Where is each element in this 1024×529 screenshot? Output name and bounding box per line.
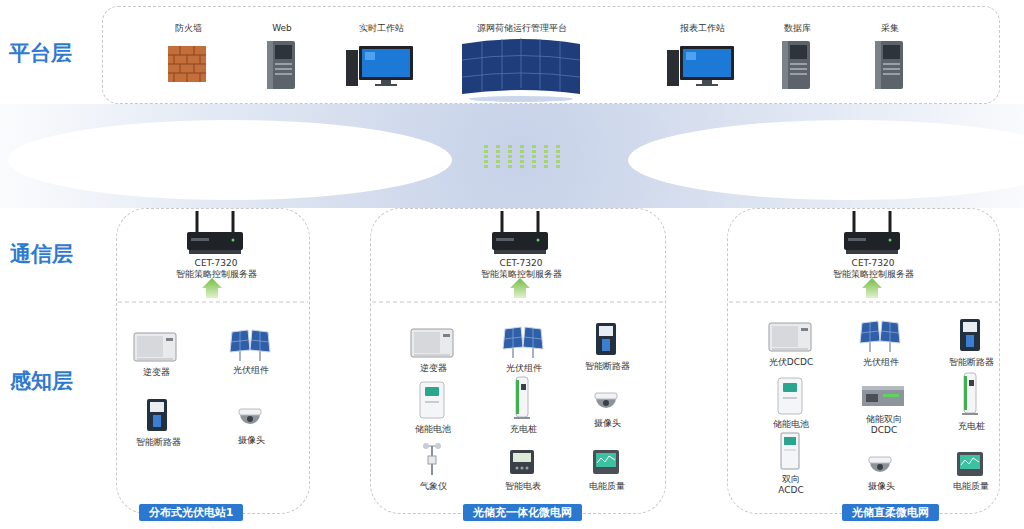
device-caption: 智能断路器 [123,437,193,448]
device-caption: 智能断路器 [941,357,1001,368]
device-caption: 智能断路器 [572,361,642,372]
field-device: 储能双向 DCDC [860,414,908,436]
device-caption: 储能双向 DCDC [860,414,908,436]
server-caption: 智能策略控制服务器 [461,269,581,280]
field-device: 电能质量 [572,481,642,492]
device-caption: 逆变器 [398,363,468,374]
field-device: 逆变器 [121,367,191,378]
field-device: 光伏DCDC [756,357,826,368]
device-caption: 储能电池 [756,419,826,430]
device-caption: 数据库 [762,23,832,34]
field-device: 充电桩 [488,424,558,435]
field-device: 充电桩 [941,421,1001,432]
device-caption: 光伏DCDC [756,357,826,368]
field-device: 光伏组件 [489,363,559,374]
device-caption: 储能电池 [398,424,468,435]
device-caption: 电能质量 [572,481,642,492]
device-caption: 摄像头 [216,435,286,446]
platform-device: 采集 [855,23,925,34]
server-caption: 智能策略控制服务器 [813,269,933,280]
device-caption: 充电桩 [488,424,558,435]
field-device: 电能质量 [941,481,1001,492]
server-model: CET-7320 [156,258,276,269]
device-caption: 防火墙 [153,23,223,34]
device-caption: 光伏组件 [216,365,286,376]
field-device: 摄像头 [216,435,286,446]
field-device: 智能电表 [488,481,558,492]
device-caption: 逆变器 [121,367,191,378]
device-caption: 充电桩 [941,421,1001,432]
region-tag: 光储直柔微电网 [842,504,939,521]
field-device: 光伏组件 [216,365,286,376]
server-model: CET-7320 [813,258,933,269]
device-caption: 采集 [855,23,925,34]
strategy-server: CET-7320智能策略控制服务器 [156,258,276,280]
device-caption: 摄像头 [572,418,642,429]
layer-heading: 平台层 [9,41,72,65]
device-caption: 摄像头 [846,481,916,492]
device-caption: 电能质量 [941,481,1001,492]
platform-device: 源网荷储运行管理平台 [457,23,587,34]
region-tag: 光储充一体化微电网 [463,504,582,521]
device-caption: Web [247,23,317,34]
device-caption: 气象仪 [398,481,468,492]
field-device: 摄像头 [846,481,916,492]
platform-device: 防火墙 [153,23,223,34]
platform-device: Web [247,23,317,34]
platform-device: 报表工作站 [667,23,737,34]
device-caption: 源网荷储运行管理平台 [457,23,587,34]
device-caption: 光伏组件 [489,363,559,374]
strategy-server: CET-7320智能策略控制服务器 [461,258,581,280]
field-device: 智能断路器 [572,361,642,372]
region-tag: 分布式光伏电站1 [139,504,244,521]
server-caption: 智能策略控制服务器 [156,269,276,280]
microgrid-region: 光储充一体化微电网CET-7320智能策略控制服务器逆变器光伏组件智能断路器储能… [370,208,666,514]
field-device: 光伏组件 [846,357,916,368]
layer-label: 感知层 [10,369,73,393]
field-device: 储能电池 [756,419,826,430]
layer-label: 通信层 [10,242,73,266]
platform-device: 实时工作站 [346,23,416,34]
field-device: 储能电池 [398,424,468,435]
field-device: 摄像头 [572,418,642,429]
platform-device: 数据库 [762,23,832,34]
device-caption: 实时工作站 [346,23,416,34]
field-device: 智能断路器 [123,437,193,448]
device-caption: 双向 ACDC [773,474,809,496]
field-device: 智能断路器 [941,357,1001,368]
platform-layer-box: 平台层防火墙Web实时工作站源网荷储运行管理平台报表工作站数据库采集 [102,6,1000,104]
field-device: 双向 ACDC [773,474,809,496]
microgrid-region: 光储直柔微电网CET-7320智能策略控制服务器光伏DCDC光伏组件智能断路器储… [727,208,1000,514]
field-device: 逆变器 [398,363,468,374]
device-caption: 智能电表 [488,481,558,492]
strategy-server: CET-7320智能策略控制服务器 [813,258,933,280]
device-caption: 光伏组件 [846,357,916,368]
field-device: 气象仪 [398,481,468,492]
device-caption: 报表工作站 [667,23,737,34]
server-model: CET-7320 [461,258,581,269]
microgrid-region: 分布式光伏电站1CET-7320智能策略控制服务器逆变器光伏组件智能断路器摄像头 [116,208,310,514]
